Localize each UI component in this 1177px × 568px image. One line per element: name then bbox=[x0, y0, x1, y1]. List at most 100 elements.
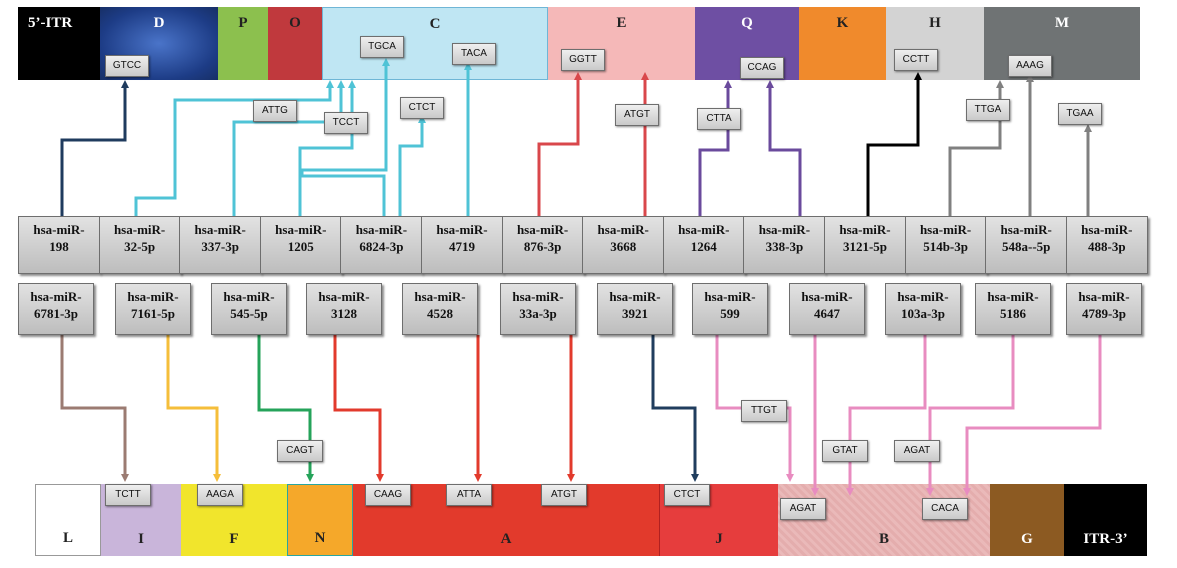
mirna-id: 5186 bbox=[1000, 306, 1026, 321]
mirna-prefix: hsa-miR- bbox=[801, 289, 853, 304]
mirna-id: 3128 bbox=[331, 306, 357, 321]
mirna-id: 3121-5p bbox=[842, 239, 888, 254]
connector-3921-to-j bbox=[651, 335, 699, 482]
connector-198-to-d bbox=[60, 80, 129, 216]
mirna-prefix: hsa-miR- bbox=[839, 222, 891, 237]
motif-bottom-agat: AGAT bbox=[894, 440, 940, 462]
connector-tgca-to-c bbox=[300, 58, 390, 216]
bottom-segment-a: A bbox=[353, 484, 659, 556]
mirna-row1-548a5p: hsa-miR- 548a--5p bbox=[985, 216, 1068, 274]
mirna-prefix: hsa-miR- bbox=[113, 222, 166, 237]
top-segment-o: O bbox=[268, 7, 322, 80]
mirna-prefix: hsa-miR- bbox=[1000, 222, 1052, 237]
top-segment-label: P bbox=[238, 15, 248, 31]
mirna-prefix: hsa-miR- bbox=[127, 289, 179, 304]
mirna-id: 6781-3p bbox=[33, 306, 79, 321]
connector-1264-to-q bbox=[698, 80, 732, 216]
mirna-row1-4719: hsa-miR-4719 bbox=[421, 216, 503, 274]
motif-top-ggtt: GGTT bbox=[561, 49, 605, 71]
bottom-segment-g: G bbox=[990, 484, 1064, 556]
connector-7161-5p-to-f bbox=[166, 335, 221, 482]
mirna-prefix: hsa-miR- bbox=[704, 289, 756, 304]
connector-3128-to-a bbox=[333, 335, 384, 482]
mirna-id: 4789-3p bbox=[1081, 306, 1127, 321]
mirna-row1-198: hsa-miR-198 bbox=[18, 216, 100, 274]
mirna-row2-33a3p: hsa-miR- 33a-3p bbox=[500, 283, 576, 335]
mirna-prefix: hsa-miR- bbox=[33, 222, 85, 237]
mirna-id: 32-5p bbox=[124, 239, 156, 254]
top-segment-label: 5’-ITR bbox=[28, 15, 73, 31]
motif-top-cctt: CCTT bbox=[894, 49, 938, 71]
connector-6781-3p-to-i bbox=[60, 335, 129, 482]
bottom-segment-label: G bbox=[1021, 531, 1033, 547]
motif-bottom-tctt: TCTT bbox=[105, 484, 151, 506]
motif-top-tcct: TCCT bbox=[324, 112, 368, 134]
mirna-prefix: hsa-miR- bbox=[987, 289, 1039, 304]
mirna-id: 6824-3p bbox=[359, 239, 404, 254]
mirna-id: 103a-3p bbox=[900, 306, 946, 321]
mirna-row1-325p: hsa-miR- 32-5p bbox=[98, 216, 181, 274]
mirna-id: 1264 bbox=[690, 239, 717, 254]
bottom-segment-label: F bbox=[229, 531, 239, 547]
mirna-row2-103a3p: hsa-miR-103a-3p bbox=[885, 283, 961, 335]
motif-top-tgaa: TGAA bbox=[1058, 103, 1102, 125]
motif-bottom-gtat: GTAT bbox=[822, 440, 868, 462]
connector-6824-3p-to-c bbox=[398, 115, 426, 216]
mirna-row1-4883p: hsa-miR-488-3p bbox=[1065, 216, 1148, 274]
connector-103a-3p-to-b bbox=[846, 335, 927, 496]
bottom-segment-label: ITR-3’ bbox=[1083, 531, 1128, 547]
mirna-prefix: hsa-miR- bbox=[223, 289, 275, 304]
top-segment-label: K bbox=[836, 15, 849, 31]
motif-top-ctta: CTTA bbox=[697, 108, 741, 130]
mirna-row2-47893p: hsa-miR- 4789-3p bbox=[1066, 283, 1142, 335]
mirna-row1-1205: hsa-miR-1205 bbox=[259, 216, 342, 274]
mirna-prefix: hsa-miR- bbox=[1078, 289, 1130, 304]
mirna-id: 33a-3p bbox=[519, 306, 557, 321]
bottom-segment-label: L bbox=[62, 530, 73, 546]
mirna-id: 4647 bbox=[814, 306, 840, 321]
bottom-segment-itr3: ITR-3’ bbox=[1064, 484, 1147, 556]
connector-4789-3p-to-b bbox=[963, 335, 1102, 496]
top-segment-label: M bbox=[1054, 15, 1070, 31]
mirna-prefix: hsa-miR- bbox=[414, 289, 466, 304]
top-segment-label: C bbox=[429, 16, 441, 32]
mirna-row2-71615p: hsa-miR- 7161-5p bbox=[115, 283, 191, 335]
motif-top-ttga: TTGA bbox=[966, 99, 1010, 121]
mirna-prefix: hsa-miR- bbox=[758, 222, 811, 237]
top-segment-c: C bbox=[322, 7, 548, 80]
mirna-id: 337-3p bbox=[201, 239, 239, 254]
motif-bottom-caag: CAAG bbox=[365, 484, 411, 506]
mirna-prefix: hsa-miR- bbox=[597, 222, 649, 237]
mirna-prefix: hsa-miR- bbox=[318, 289, 370, 304]
mirna-row1-514b3p: hsa-miR-514b-3p bbox=[904, 216, 987, 274]
connector-5186-to-b bbox=[926, 335, 1015, 496]
mirna-id: 7161-5p bbox=[130, 306, 176, 321]
connector-338-3p-to-q bbox=[766, 80, 802, 216]
top-segment-label: E bbox=[616, 15, 627, 31]
mirna-prefix: hsa-miR- bbox=[30, 289, 82, 304]
motif-top-taca: TACA bbox=[452, 43, 496, 65]
bottom-segment-label: N bbox=[314, 530, 326, 546]
mirna-id: 488-3p bbox=[1088, 239, 1126, 254]
top-segment-label: D bbox=[153, 15, 165, 31]
mirna-prefix: hsa-miR- bbox=[609, 289, 661, 304]
mirna-prefix: hsa-miR- bbox=[512, 289, 564, 304]
mirna-prefix: hsa-miR- bbox=[355, 222, 408, 237]
motif-top-aaag: AAAG bbox=[1008, 55, 1052, 77]
mirna-row1-3668: hsa-miR-3668 bbox=[582, 216, 665, 274]
top-segment-label: H bbox=[929, 15, 941, 31]
motif-bottom-caca: CACA bbox=[922, 498, 968, 520]
mirna-id: 338-3p bbox=[765, 239, 804, 254]
motif-top-ccag: CCAG bbox=[740, 57, 784, 79]
mirna-prefix: hsa-miR- bbox=[919, 222, 972, 237]
motif-bottom-aaga: AAGA bbox=[197, 484, 243, 506]
bottom-segment-n: N bbox=[287, 484, 353, 556]
mirna-row1-31215p: hsa-miR- 3121-5p bbox=[824, 216, 906, 274]
top-segment-label: O bbox=[289, 15, 301, 31]
bottom-segment-label: I bbox=[138, 531, 144, 547]
mirna-prefix: hsa-miR- bbox=[678, 222, 730, 237]
mirna-prefix: hsa-miR- bbox=[516, 222, 569, 237]
motif-bottom-atgt: ATGT bbox=[541, 484, 587, 506]
mirna-id: 548a--5p bbox=[1001, 239, 1051, 254]
